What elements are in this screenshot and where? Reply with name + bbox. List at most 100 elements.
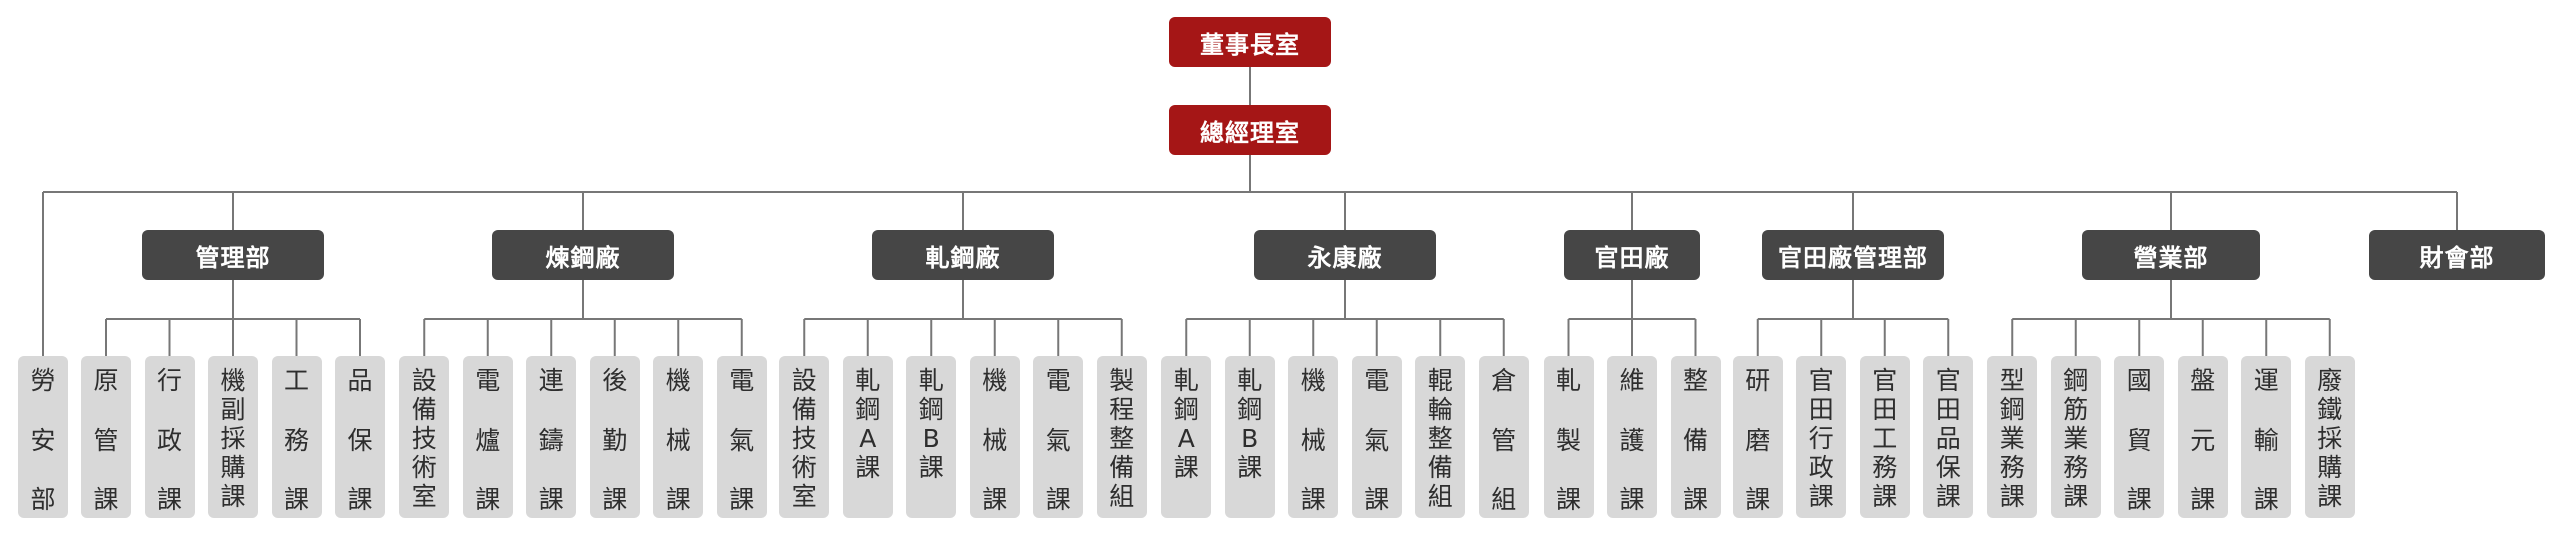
unit-char: 工	[1872, 424, 1898, 453]
unit-char: 輥	[1427, 366, 1453, 395]
unit-char: 課	[729, 485, 755, 514]
unit-char: 組	[1109, 482, 1135, 511]
unit-char: 課	[1555, 485, 1581, 514]
unit-char: 課	[475, 485, 501, 514]
unit-4-4: 電氣課	[1351, 356, 1402, 518]
unit-char: 軋	[1237, 366, 1263, 395]
unit-char: 保	[1935, 453, 1961, 482]
unit-char: 勞	[30, 366, 56, 395]
unit-7-5: 運輸課	[2241, 356, 2292, 518]
unit-char: 連	[538, 366, 564, 395]
unit-char: 課	[2126, 485, 2152, 514]
chairman-office: 董事長室	[1169, 17, 1331, 67]
unit-char: 軋	[918, 366, 944, 395]
unit-char: 組	[1491, 485, 1517, 514]
unit-char: 程	[1109, 395, 1135, 424]
unit-char: 政	[156, 425, 182, 455]
unit-char: 製	[1555, 425, 1581, 455]
unit-6-1: 研磨課	[1732, 356, 1783, 518]
unit-char: 輪	[1427, 395, 1453, 424]
unit-char: 原	[93, 366, 119, 395]
unit-char: 筋	[2063, 395, 2089, 424]
unit-char: 運	[2253, 366, 2279, 395]
unit-char: A	[1177, 424, 1195, 453]
unit-char: 設	[791, 366, 817, 395]
unit-2-4: 後勤課	[589, 356, 640, 518]
unit-4-3: 機械課	[1288, 356, 1339, 518]
unit-7-6: 廢鐵採購課	[2304, 356, 2355, 518]
unit-char: 課	[1935, 482, 1961, 511]
unit-char: 氣	[1045, 425, 1071, 455]
unit-char: 品	[1935, 424, 1961, 453]
unit-char: 備	[1682, 425, 1708, 455]
unit-3-6: 製程整備組	[1096, 356, 1147, 518]
unit-3-1: 設備技術室	[779, 356, 830, 518]
unit-char: 技	[411, 424, 437, 453]
unit-char: 軋	[1555, 366, 1581, 395]
unit-char: 備	[1109, 453, 1135, 482]
unit-char: 課	[1999, 482, 2025, 511]
unit-char: 備	[411, 395, 437, 424]
department-6: 官田廠管理部	[1762, 230, 1944, 280]
unit-char: 術	[791, 453, 817, 482]
unit-char: 課	[93, 485, 119, 514]
unit-char: 課	[2317, 482, 2343, 511]
unit-char: 安	[30, 425, 56, 455]
unit-char: 械	[665, 425, 691, 455]
unit-char: 設	[411, 366, 437, 395]
unit-char: 務	[1872, 453, 1898, 482]
unit-char: 整	[1109, 424, 1135, 453]
unit-char: 鋼	[1999, 395, 2025, 424]
unit-char: 採	[2317, 424, 2343, 453]
unit-char: 軋	[1173, 366, 1199, 395]
department-2: 煉鋼廠	[492, 230, 674, 280]
unit-char: 課	[1872, 482, 1898, 511]
unit-char: 鋼	[1237, 395, 1263, 424]
unit-char: 鐵	[2317, 395, 2343, 424]
unit-char: 課	[220, 482, 246, 511]
unit-3-4: 機械課	[969, 356, 1020, 518]
department-3: 軋鋼廠	[872, 230, 1054, 280]
unit-char: 電	[475, 366, 501, 395]
unit-2-5: 機械課	[653, 356, 704, 518]
unit-char: 工	[283, 366, 309, 395]
unit-char: 電	[729, 366, 755, 395]
unit-char: 型	[1999, 366, 2025, 395]
unit-char: 機	[1300, 366, 1326, 395]
unit-char: 部	[30, 485, 56, 514]
unit-char: 爐	[475, 425, 501, 455]
unit-char: 備	[1427, 453, 1453, 482]
unit-char: 課	[1364, 485, 1390, 514]
unit-char: 室	[791, 482, 817, 511]
unit-char: 課	[855, 453, 881, 482]
unit-7-4: 盤元課	[2177, 356, 2228, 518]
unit-direct: 勞安部	[18, 356, 68, 518]
unit-char: 管	[93, 425, 119, 455]
department-8: 財會部	[2369, 230, 2545, 280]
unit-char: 研	[1745, 366, 1771, 395]
unit-char: 田	[1872, 395, 1898, 424]
unit-char: 課	[918, 453, 944, 482]
unit-char: B	[1241, 424, 1259, 453]
unit-char: 保	[347, 425, 373, 455]
unit-char: 課	[602, 485, 628, 514]
unit-char: 業	[2063, 424, 2089, 453]
unit-char: 鑄	[538, 425, 564, 455]
unit-char: 課	[1619, 485, 1645, 514]
unit-char: 課	[1045, 485, 1071, 514]
unit-7-1: 型鋼業務課	[1987, 356, 2038, 518]
unit-6-3: 官田工務課	[1859, 356, 1910, 518]
unit-char: 購	[2317, 453, 2343, 482]
unit-char: 課	[2190, 485, 2216, 514]
unit-char: 軋	[855, 366, 881, 395]
unit-char: 採	[220, 424, 246, 453]
unit-char: 整	[1427, 424, 1453, 453]
unit-1-4: 工務課	[271, 356, 322, 518]
unit-char: 機	[665, 366, 691, 395]
unit-char: 機	[982, 366, 1008, 395]
unit-char: 製	[1109, 366, 1135, 395]
